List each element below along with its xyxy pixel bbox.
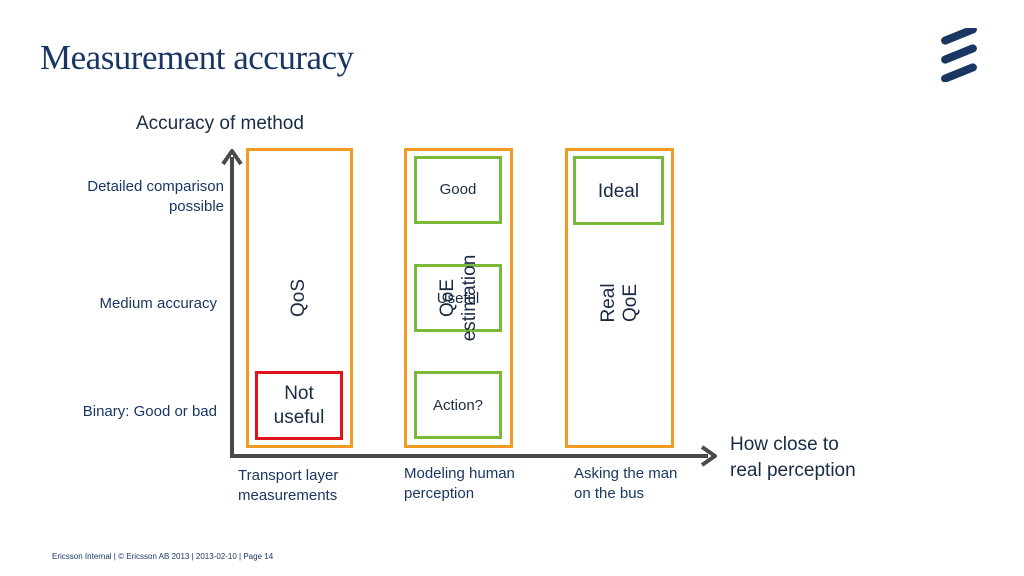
caption-modeling-line1: Modeling human	[404, 465, 515, 482]
box-not-useful: Not useful	[255, 371, 343, 440]
y-level-detailed-line1: Detailed comparison	[87, 178, 224, 195]
y-axis-title: Accuracy of method	[136, 113, 304, 134]
box-good: Good	[414, 156, 502, 224]
x-axis-arrowhead	[700, 445, 717, 467]
box-not-useful-line1: Not	[284, 382, 314, 404]
y-level-binary: Binary: Good or bad	[82, 403, 217, 420]
y-level-medium: Medium accuracy	[99, 295, 217, 312]
column-label-qoe-estimation: QoE estimation	[437, 255, 481, 342]
box-ideal: Ideal	[573, 156, 664, 225]
column-label-qoe-estimation-line2: estimation	[459, 254, 480, 342]
column-label-real-qoe: Real QoE	[598, 283, 642, 322]
slide-title: Measurement accuracy	[40, 38, 354, 77]
x-axis-title-line1: How close to	[730, 434, 839, 455]
ericsson-logo-icon	[941, 28, 977, 82]
y-level-detailed: Detailed comparison possible	[24, 177, 224, 217]
y-axis-arrowhead	[221, 149, 243, 166]
box-useful: Useful	[414, 264, 502, 332]
caption-asking-line1: Asking the man	[574, 465, 678, 482]
box-not-useful-line2: useful	[273, 406, 325, 428]
caption-transport-line2: measurements	[238, 487, 338, 504]
slide-footer: Ericsson Internal | © Ericsson AB 2013 |…	[52, 552, 274, 561]
x-axis-title: How close to real perception	[730, 432, 856, 484]
caption-transport-line1: Transport layer	[238, 467, 339, 484]
caption-modeling-line2: perception	[404, 485, 475, 502]
caption-modeling-human: Modeling human perception	[404, 464, 515, 504]
x-axis-title-line2: real perception	[730, 460, 856, 481]
column-label-real-qoe-line2: QoE	[620, 283, 641, 323]
column-label-qoe-estimation-line1: QoE	[437, 278, 458, 318]
column-label-qos: QoS	[288, 278, 309, 318]
caption-asking-man: Asking the man on the bus	[574, 464, 677, 504]
y-level-detailed-line2: possible	[168, 198, 224, 215]
caption-transport-layer: Transport layer measurements	[238, 466, 338, 506]
caption-asking-line2: on the bus	[574, 485, 645, 502]
column-label-real-qoe-line1: Real	[598, 283, 619, 323]
box-action: Action?	[414, 371, 502, 439]
